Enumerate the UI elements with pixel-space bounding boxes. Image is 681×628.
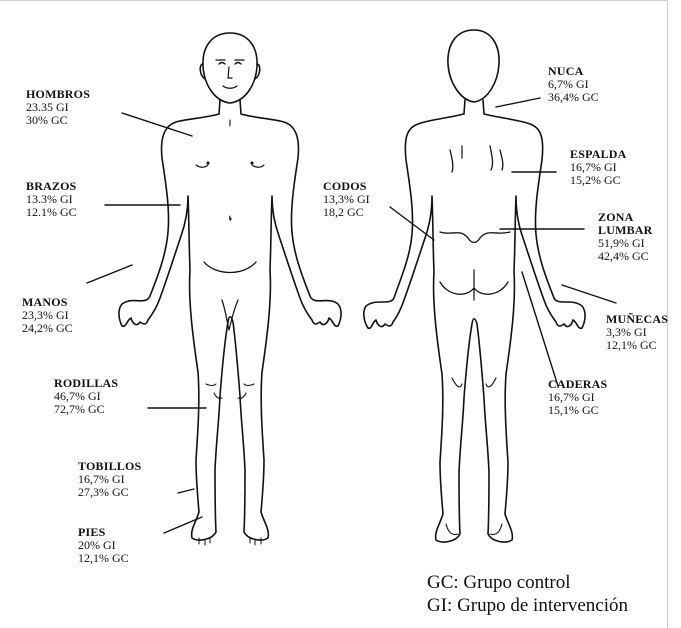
label-caderas: CADERAS 16,7% GI 15,1% GC bbox=[548, 378, 607, 417]
label-rodillas: RODILLAS 46,7% GI 72,7% GC bbox=[54, 377, 118, 416]
label-codos: CODOS 13,3% GI 18,2 GC bbox=[323, 180, 370, 219]
label-zona-lumbar: ZONA LUMBAR 51,9% GI 42,4% GC bbox=[598, 211, 653, 263]
label-manos-gc: 24,2% GC bbox=[22, 322, 73, 335]
leader-hombros bbox=[122, 113, 192, 136]
front-body-figure bbox=[119, 33, 341, 545]
label-brazos: BRAZOS 13.3% GI 12.1% GC bbox=[26, 180, 77, 219]
label-munecas-gc: 12,1% GC bbox=[606, 339, 668, 352]
label-manos: MANOS 23,3% GI 24,2% GC bbox=[22, 296, 73, 335]
label-hombros: HOMBROS 23.35 GI 30% GC bbox=[26, 88, 90, 127]
label-nuca: NUCA 6,7% GI 36,4% GC bbox=[548, 65, 599, 104]
label-nuca-gc: 36,4% GC bbox=[548, 91, 599, 104]
back-body-figure bbox=[364, 30, 585, 542]
label-codos-gc: 18,2 GC bbox=[323, 206, 370, 219]
label-munecas: MUÑECAS 3,3% GI 12,1% GC bbox=[606, 313, 668, 352]
leader-tobillos bbox=[178, 489, 194, 493]
leader-pies bbox=[164, 517, 202, 533]
leader-nuca bbox=[496, 98, 540, 107]
leader-munecas bbox=[562, 285, 616, 303]
label-caderas-gc: 15,1% GC bbox=[548, 404, 607, 417]
legend-gc: GC: Grupo control bbox=[427, 572, 571, 594]
label-espalda: ESPALDA 16,7% GI 15,2% GC bbox=[570, 148, 627, 187]
label-rodillas-gc: 72,7% GC bbox=[54, 403, 118, 416]
label-zona-lumbar-name: ZONA LUMBAR bbox=[598, 211, 653, 237]
label-pies: PIES 20% GI 12,1% GC bbox=[78, 526, 129, 565]
leader-manos bbox=[87, 265, 132, 283]
label-tobillos: TOBILLOS 16,7% GI 27,3% GC bbox=[78, 460, 141, 499]
legend-gi: GI: Grupo de intervención bbox=[427, 595, 628, 617]
label-pies-gc: 12,1% GC bbox=[78, 552, 129, 565]
leader-lines bbox=[87, 98, 616, 533]
label-hombros-gc: 30% GC bbox=[26, 114, 90, 127]
label-zona-lumbar-gc: 42,4% GC bbox=[598, 250, 653, 263]
label-tobillos-gc: 27,3% GC bbox=[78, 486, 141, 499]
label-espalda-gc: 15,2% GC bbox=[570, 174, 627, 187]
label-brazos-gc: 12.1% GC bbox=[26, 206, 77, 219]
